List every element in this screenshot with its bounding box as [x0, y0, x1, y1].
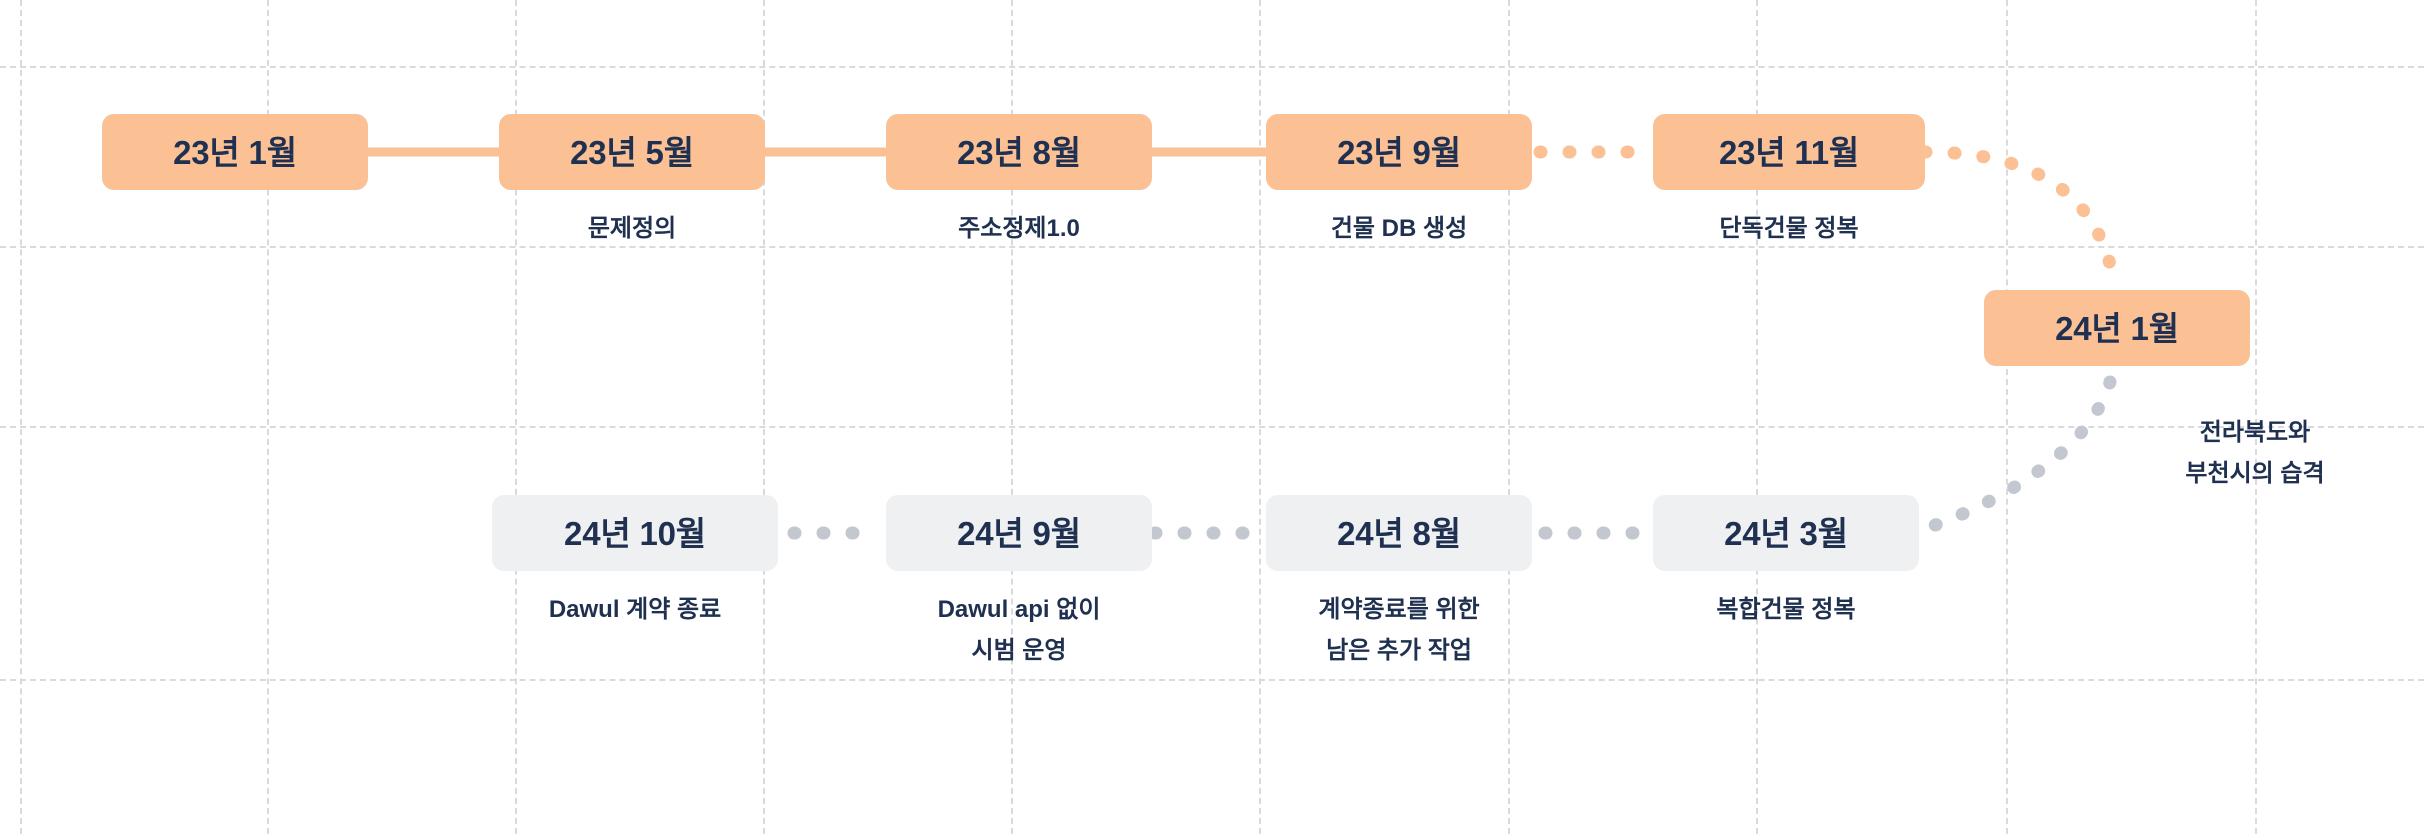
node-caption-line: 남은 추가 작업: [1326, 637, 1472, 665]
node-title: 23년 9월: [1337, 133, 1461, 171]
node-caption-line: 계약종료를 위한: [1318, 596, 1480, 623]
node-caption-line: 복합건물 정복: [1716, 596, 1856, 623]
timeline-node-24-10[interactable]: 24년 10월 Dawul 계약 종료: [492, 495, 778, 630]
node-caption-line: 단독건물 정복: [1719, 215, 1859, 242]
node-caption: 계약종료를 위한 남은 추가 작업: [1318, 589, 1479, 672]
node-box[interactable]: 24년 9월: [886, 495, 1152, 571]
node-title: 24년 8월: [1337, 514, 1461, 552]
timeline-node-24-01[interactable]: 24년 1월: [1984, 290, 2250, 366]
node-caption-line: 시범 운영: [971, 637, 1067, 665]
timeline-node-23-05[interactable]: 23년 5월 문제정의: [499, 114, 765, 249]
node-box[interactable]: 23년 11월: [1653, 114, 1925, 190]
node-caption: 주소정제1.0: [958, 208, 1080, 249]
node-caption-line: 건물 DB 생성: [1330, 215, 1468, 242]
turn-side-label: 전라북도와 부천시의 습격: [2090, 412, 2420, 495]
node-title: 24년 3월: [1724, 514, 1848, 552]
timeline-node-24-08[interactable]: 24년 8월 계약종료를 위한 남은 추가 작업: [1266, 495, 1532, 672]
timeline-node-23-01[interactable]: 23년 1월: [102, 114, 368, 190]
node-title: 23년 11월: [1718, 133, 1860, 171]
node-box[interactable]: 23년 1월: [102, 114, 368, 190]
node-caption-line: 주소정제1.0: [958, 215, 1080, 242]
node-caption: 문제정의: [588, 208, 676, 249]
timeline-node-24-09[interactable]: 24년 9월 Dawul api 없이 시범 운영: [886, 495, 1152, 672]
turn-side-label-line: 전라북도와: [2199, 419, 2311, 446]
node-caption-line: Dawul api 없이: [937, 596, 1101, 623]
node-title: 24년 1월: [2055, 309, 2179, 347]
node-box[interactable]: 24년 1월: [1984, 290, 2250, 366]
turn-side-label-line: 부천시의 습격: [2185, 460, 2325, 488]
node-title: 23년 5월: [570, 133, 694, 171]
timeline-node-23-08[interactable]: 23년 8월 주소정제1.0: [886, 114, 1152, 249]
node-caption: Dawul api 없이 시범 운영: [938, 589, 1101, 672]
node-caption-line: 문제정의: [587, 215, 677, 242]
node-box[interactable]: 24년 3월: [1653, 495, 1919, 571]
node-box[interactable]: 23년 5월: [499, 114, 765, 190]
timeline-node-23-09[interactable]: 23년 9월 건물 DB 생성: [1266, 114, 1532, 249]
node-title: 23년 1월: [173, 133, 297, 171]
node-caption: 건물 DB 생성: [1331, 208, 1467, 249]
timeline-node-24-03[interactable]: 24년 3월 복합건물 정복: [1653, 495, 1919, 630]
node-box[interactable]: 24년 8월: [1266, 495, 1532, 571]
node-caption: Dawul 계약 종료: [549, 589, 721, 630]
timeline-node-23-11[interactable]: 23년 11월 단독건물 정복: [1653, 114, 1925, 249]
node-title: 23년 8월: [957, 133, 1081, 171]
node-caption: 단독건물 정복: [1719, 208, 1858, 249]
node-box[interactable]: 23년 9월: [1266, 114, 1532, 190]
node-caption: 복합건물 정복: [1716, 589, 1855, 630]
node-title: 24년 10월: [564, 514, 706, 552]
node-box[interactable]: 24년 10월: [492, 495, 778, 571]
connector-n6-n7: [1905, 375, 2117, 540]
node-box[interactable]: 23년 8월: [886, 114, 1152, 190]
node-caption-line: Dawul 계약 종료: [548, 596, 722, 623]
connector-n5-n6: [1918, 145, 2122, 295]
node-title: 24년 9월: [957, 514, 1081, 552]
